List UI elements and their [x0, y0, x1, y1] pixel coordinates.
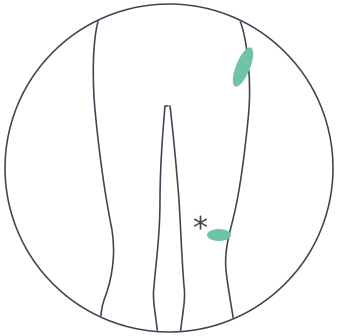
- left-leg-outer-contour: [93, 18, 113, 336]
- circular-frame: [5, 4, 333, 332]
- knee-asterisk: *: [193, 211, 208, 246]
- legs-group: [93, 18, 249, 336]
- right-leg-inner-contour: [170, 106, 185, 336]
- knee-marker: [207, 229, 231, 241]
- upper-right-thigh-marker: [229, 45, 258, 89]
- left-leg-inner-contour: [153, 106, 168, 336]
